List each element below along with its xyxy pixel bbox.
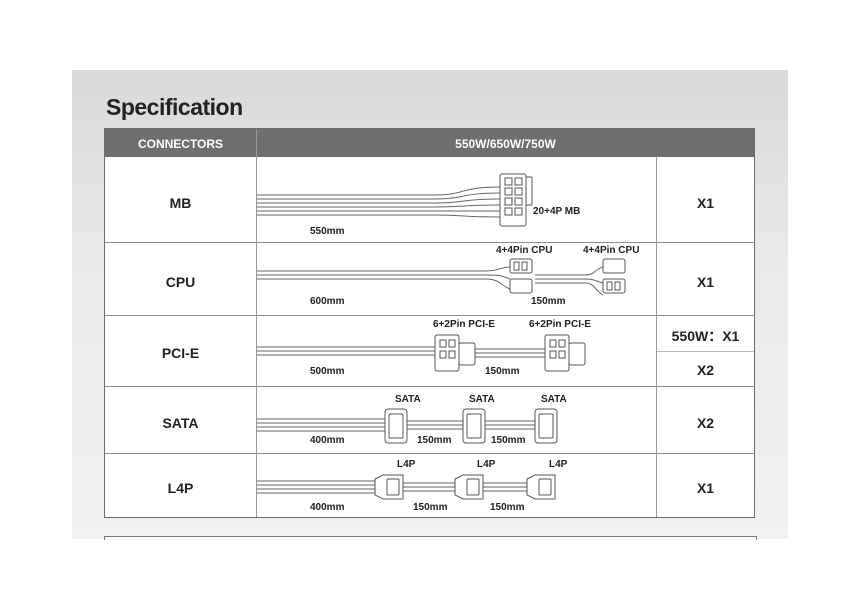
pcie-length-label-1: 500mm — [310, 366, 345, 377]
l4p-length-label-2: 150mm — [413, 502, 448, 513]
cpu-connector-label-2: 4+4Pin CPU — [583, 245, 640, 256]
divider-col1 — [256, 129, 257, 517]
mb-connector-icon — [499, 173, 533, 227]
l4p-connector-label-1: L4P — [397, 459, 416, 470]
l4p-connector-label-3: L4P — [549, 459, 568, 470]
divider-row2 — [105, 315, 754, 316]
cpu-length-label-1: 600mm — [310, 296, 345, 307]
next-table-edge — [104, 536, 757, 540]
divider-row4 — [105, 453, 754, 454]
header-models: 550W/650W/750W — [455, 137, 556, 151]
divider-col2 — [656, 157, 657, 517]
l4p-connector-label-2: L4P — [477, 459, 496, 470]
l4p-length-label-1: 400mm — [310, 502, 345, 513]
page-title: Specification — [106, 94, 243, 120]
qty-pcie-550w: 550W：X1 — [671, 328, 740, 344]
qty-l4p: X1 — [696, 480, 715, 496]
cpu-length-label-2: 150mm — [531, 296, 566, 307]
l4p-connector-icon — [374, 474, 556, 500]
sata-connector-label-1: SATA — [395, 394, 421, 405]
cpu-connector-label-1: 4+4Pin CPU — [496, 245, 553, 256]
mb-connector-label: 20+4P MB — [533, 206, 581, 217]
divider-row3 — [105, 386, 754, 387]
qty-mb: X1 — [696, 195, 715, 211]
sata-length-label-3: 150mm — [491, 435, 526, 446]
pcie-length-label-2: 150mm — [485, 366, 520, 377]
sata-cable-drawing — [257, 418, 535, 432]
sata-connector-label-3: SATA — [541, 394, 567, 405]
divider-row1 — [105, 242, 754, 243]
sata-length-label-1: 400mm — [310, 435, 345, 446]
l4p-cable-drawing — [257, 480, 527, 494]
qty-cpu: X1 — [696, 274, 715, 290]
header-connectors: CONNECTORS — [137, 137, 224, 151]
cpu-connector-icon — [509, 258, 626, 294]
pcie-connector-icon — [434, 334, 586, 372]
sata-connector-icon — [384, 408, 558, 444]
row-label-cpu: CPU — [165, 274, 196, 290]
pcie-connector-label-1: 6+2Pin PCI-E — [433, 319, 495, 330]
sata-length-label-2: 150mm — [417, 435, 452, 446]
l4p-length-label-3: 150mm — [490, 502, 525, 513]
sata-connector-label-2: SATA — [469, 394, 495, 405]
qty-sata: X2 — [696, 415, 715, 431]
row-label-l4p: L4P — [167, 480, 194, 496]
divider-pcie-qty — [657, 351, 754, 352]
qty-pcie: X2 — [696, 362, 715, 378]
pcie-connector-label-2: 6+2Pin PCI-E — [529, 319, 591, 330]
row-label-mb: MB — [169, 195, 192, 211]
cpu-cable-drawing — [257, 266, 604, 296]
mb-cable-drawing — [257, 186, 501, 218]
pcie-cable-drawing — [257, 346, 545, 358]
row-label-pcie: PCI-E — [161, 345, 200, 361]
cable-diagram — [257, 173, 626, 500]
mb-length-label: 550mm — [310, 226, 345, 237]
row-label-sata: SATA — [162, 415, 199, 431]
table-header: CONNECTORS 550W/650W/750W — [105, 129, 754, 157]
spec-table: CONNECTORS 550W/650W/750W — [104, 128, 755, 518]
